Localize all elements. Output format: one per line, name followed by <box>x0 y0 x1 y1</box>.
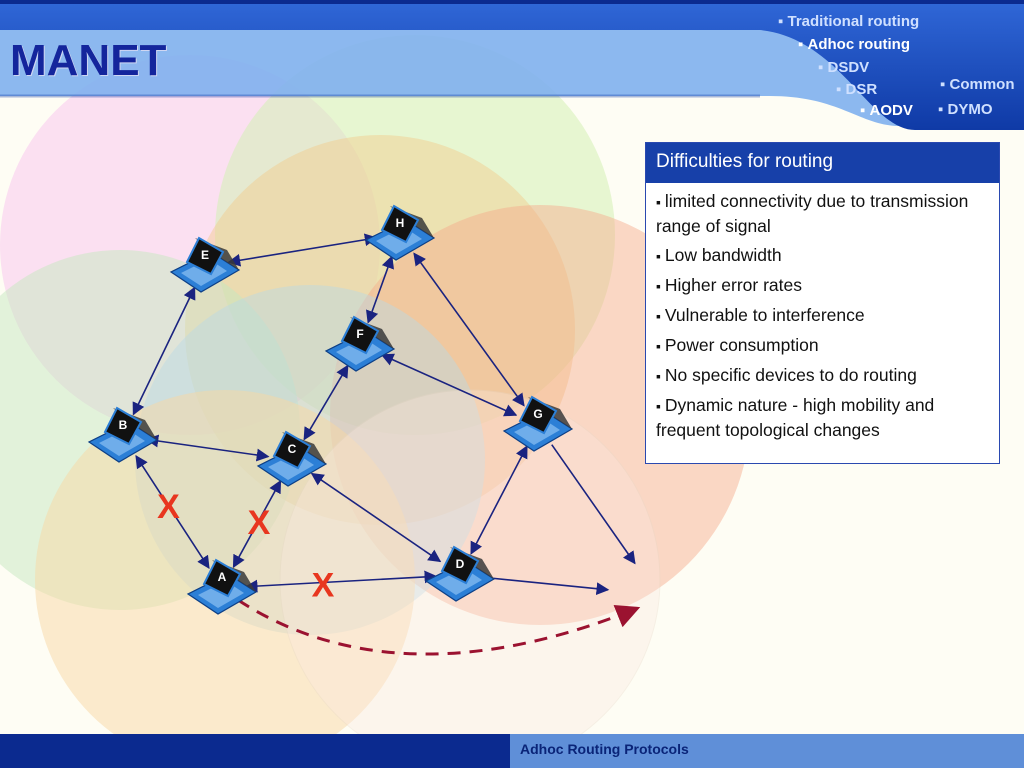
node-label: H <box>396 216 405 230</box>
link-e-h <box>227 233 378 267</box>
node-label: C <box>288 442 297 456</box>
node-label: E <box>201 248 209 262</box>
laptop-screen-icon <box>103 406 143 446</box>
broken-link-mark-a-d: X <box>312 567 335 605</box>
network-links <box>132 233 636 596</box>
laptop-screen-icon <box>185 236 225 276</box>
broken-link-marks: X X X <box>157 488 335 605</box>
laptop-screen-icon <box>380 204 420 244</box>
node-label: D <box>456 557 465 571</box>
difficulties-list: limited connectivity due to transmission… <box>646 189 999 442</box>
node-label: B <box>119 418 128 432</box>
link-h-f <box>366 255 394 324</box>
link-f-g <box>380 353 518 417</box>
nav-item-dsdv[interactable]: DSDV <box>818 59 870 76</box>
link-d-out2 <box>483 576 610 596</box>
node-label: G <box>533 407 542 421</box>
link-b-c <box>145 434 270 462</box>
link-a-d <box>244 570 438 593</box>
link-g-d <box>470 445 528 555</box>
node-c: C <box>256 430 328 487</box>
list-item: Vulnerable to interference <box>656 303 989 328</box>
page-title: MANET <box>10 36 167 85</box>
alternative-route <box>237 598 641 656</box>
nav-item-traditional-routing[interactable]: Traditional routing <box>778 13 920 30</box>
link-e-b <box>132 286 196 416</box>
laptop-screen-icon <box>440 545 480 585</box>
laptop-screen-icon <box>340 315 380 355</box>
list-item: Power consumption <box>656 333 989 358</box>
node-f: F <box>324 315 396 372</box>
panel-heading: Difficulties for routing <box>646 143 999 183</box>
link-c-d <box>310 472 442 563</box>
link-g-out1 <box>551 444 636 565</box>
header-band <box>0 0 1024 130</box>
node-b: B <box>87 406 159 463</box>
broken-link-mark-b-a: X <box>157 488 180 526</box>
laptop-screen-icon <box>202 558 242 598</box>
footer-label: Adhoc Routing Protocols <box>520 741 689 757</box>
network-nodes: A B C D E F G H <box>87 204 574 615</box>
link-c-a <box>232 479 282 569</box>
node-a: A <box>186 558 258 615</box>
node-g: G <box>502 395 574 452</box>
list-item: Low bandwidth <box>656 243 989 268</box>
footer-right-band: Adhoc Routing Protocols <box>510 734 1024 768</box>
node-label: A <box>218 570 227 584</box>
nav-item-adhoc-routing[interactable]: Adhoc routing <box>798 36 910 53</box>
list-item: No specific devices to do routing <box>656 363 989 388</box>
laptop-screen-icon <box>272 430 312 470</box>
list-item: limited connectivity due to transmission… <box>656 189 989 238</box>
coverage-circles <box>0 35 750 768</box>
list-item: Higher error rates <box>656 273 989 298</box>
nav-item-aodv[interactable]: AODV <box>860 102 913 119</box>
node-h: H <box>364 204 436 261</box>
list-item: Dynamic nature - high mobility and frequ… <box>656 393 989 442</box>
laptop-screen-icon <box>518 395 558 435</box>
node-e: E <box>169 236 241 293</box>
link-b-a <box>135 455 210 569</box>
node-d: D <box>424 545 496 602</box>
footer-bar: Adhoc Routing Protocols <box>0 734 1024 768</box>
node-label: F <box>356 327 363 341</box>
nav-item-dsr[interactable]: DSR <box>836 81 878 98</box>
nav-item-common[interactable]: Common <box>940 76 1015 93</box>
link-f-c <box>303 364 349 441</box>
difficulties-panel: Difficulties for routing limited connect… <box>645 142 1000 464</box>
nav-item-dymo[interactable]: DYMO <box>938 101 993 118</box>
broken-link-mark-c-a: X <box>248 504 271 542</box>
